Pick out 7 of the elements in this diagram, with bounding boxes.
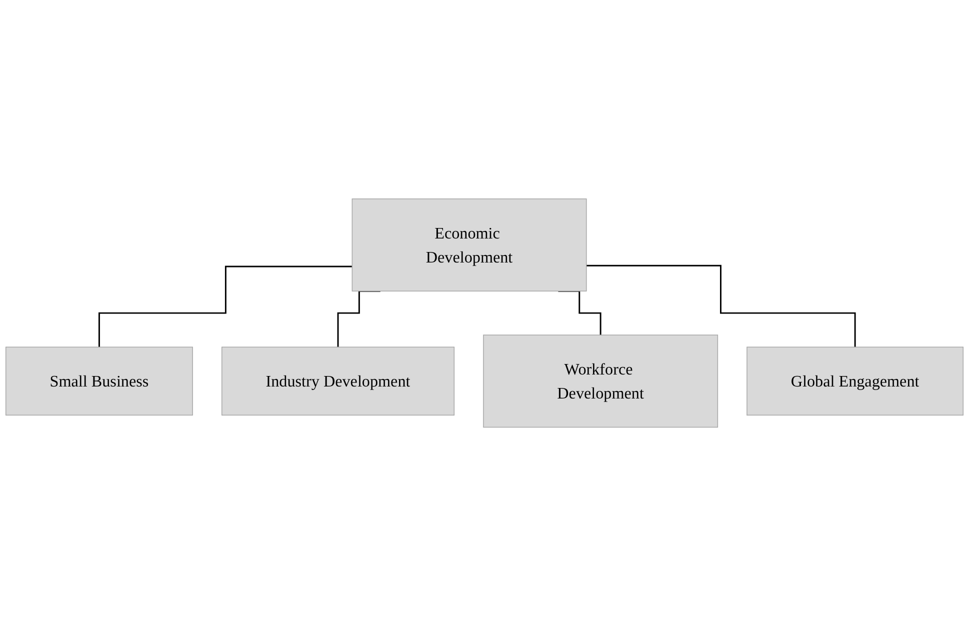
node-box: Small Business bbox=[6, 347, 193, 416]
node-box: Industry Development bbox=[221, 347, 455, 416]
node-box: Global Engagement bbox=[746, 347, 964, 416]
connector bbox=[586, 265, 856, 348]
node-box: Economic Development bbox=[352, 198, 587, 292]
node-box: Workforce Development bbox=[483, 335, 718, 428]
connector bbox=[98, 266, 352, 348]
